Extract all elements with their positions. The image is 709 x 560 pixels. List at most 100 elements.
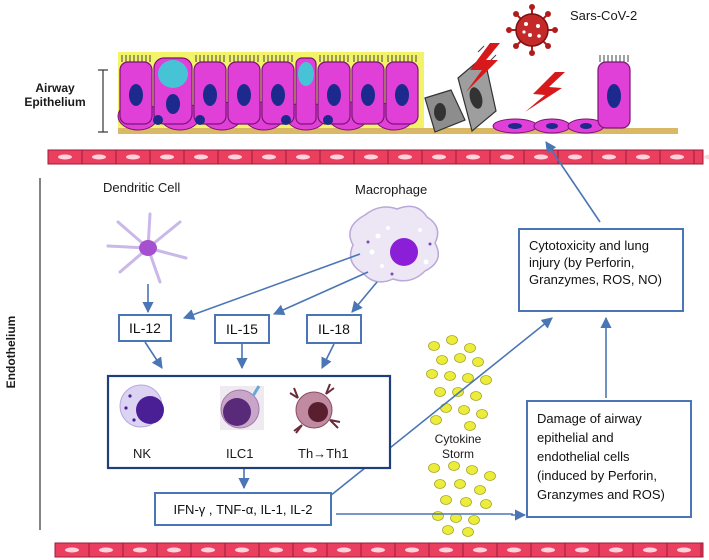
vessel-cell-nucleus: [507, 547, 521, 553]
cytokine-particle: [472, 357, 484, 367]
vessel-cell-nucleus: [126, 154, 140, 160]
dendritic-cell-label: Dendritic Cell: [103, 180, 181, 195]
cytokine-particle: [470, 391, 482, 401]
vessel-cell-nucleus: [364, 154, 378, 160]
arrow-macrophage-il15: [272, 271, 369, 316]
vessel-cell-nucleus: [371, 547, 385, 553]
cytokine-particle: [452, 387, 464, 397]
cytokine-particle: [448, 461, 460, 471]
cytokine-particle: [450, 513, 462, 523]
blood-vessel-top: [47, 149, 709, 165]
cytokine-particle: [474, 485, 486, 495]
arrow-macrophage-il18: [351, 281, 378, 313]
il15-box: IL-15: [214, 314, 270, 344]
cytokine-particle: [442, 525, 454, 535]
cytokine-particle: [428, 463, 440, 473]
vessel-cell-nucleus: [262, 154, 276, 160]
cytokine-particle: [480, 375, 492, 385]
th-cell-icon: [289, 383, 341, 434]
vessel-cell-nucleus: [609, 547, 623, 553]
vessel-cell-nucleus: [201, 547, 215, 553]
vessel-cell-nucleus: [602, 154, 616, 160]
arrow-il12-nk: [144, 341, 163, 369]
vessel-cell-nucleus: [65, 547, 79, 553]
virus-icon: [506, 4, 558, 56]
ifn-cytokines-box: IFN-γ , TNF-α, IL-1, IL-2: [154, 492, 332, 526]
macrophage-label: Macrophage: [355, 182, 428, 197]
cytokine-particle: [432, 511, 444, 521]
il12-box: IL-12: [118, 314, 172, 342]
vessel-cell-nucleus: [432, 154, 446, 160]
vessel-cell-nucleus: [704, 154, 709, 160]
cytokine-particle: [436, 355, 448, 365]
lightning-icon: [466, 43, 565, 112]
airway-epithelium: [117, 45, 678, 134]
vessel-cell-nucleus: [167, 547, 181, 553]
vessel-cell-nucleus: [541, 547, 555, 553]
vessel-cell-nucleus: [235, 547, 249, 553]
vessel-cell-nucleus: [398, 154, 412, 160]
cytokine-particle: [462, 527, 474, 537]
vessel-cell-nucleus: [473, 547, 487, 553]
vessel-cell-nucleus: [643, 547, 657, 553]
nk-label: NK: [133, 446, 152, 461]
basement-membrane: [118, 128, 678, 134]
cytokine-particle: [468, 515, 480, 525]
ilc1-label: ILC1: [226, 446, 254, 461]
cytokine-particle: [458, 405, 470, 415]
cytokine-particle: [466, 465, 478, 475]
cytokine-particle: [476, 409, 488, 419]
nk-cell-icon: [119, 384, 164, 428]
vessel-cell-nucleus: [670, 154, 684, 160]
vessel-cell-nucleus: [303, 547, 317, 553]
il18-box: IL-18: [306, 314, 362, 344]
airway-label: Airway Epithelium: [24, 81, 86, 109]
cytokine-particle: [446, 335, 458, 345]
vessel-cell-nucleus: [677, 547, 691, 553]
vessel-cell-nucleus: [194, 154, 208, 160]
cytokine-particle: [462, 373, 474, 383]
cytokine-particle: [434, 387, 446, 397]
cytokine-particle: [464, 343, 476, 353]
vessel-cell-nucleus: [575, 547, 589, 553]
cytokine-storm-label: Cytokine Storm: [434, 432, 482, 461]
vessel-cell-nucleus: [296, 154, 310, 160]
vessel-cell-nucleus: [133, 547, 147, 553]
macrophage-icon: [349, 205, 440, 283]
arrow-cytotoxicity-epithelium: [545, 141, 601, 223]
vessel-cell-nucleus: [99, 547, 113, 553]
vessel-cell-nucleus: [636, 154, 650, 160]
cytokine-particle: [444, 371, 456, 381]
damaged-cells: [424, 45, 497, 133]
blood-vessel-bottom: [54, 542, 704, 558]
vessel-cell-nucleus: [330, 154, 344, 160]
cytokine-particle: [440, 403, 452, 413]
cytotoxicity-box: Cytotoxicity and lung injury (by Perfori…: [518, 228, 684, 312]
cytokine-particle: [434, 479, 446, 489]
vessel-cell-nucleus: [58, 154, 72, 160]
vessel-cell-nucleus: [534, 154, 548, 160]
vessel-cell-nucleus: [466, 154, 480, 160]
cytokine-particle: [480, 499, 492, 509]
cytokine-particle: [454, 479, 466, 489]
vessel-cell-nucleus: [228, 154, 242, 160]
epithelium-bracket: [98, 69, 108, 133]
cytokine-particle: [428, 341, 440, 351]
cytokine-particle: [464, 421, 476, 431]
arrow-il18-th: [321, 343, 335, 370]
vessel-cell-nucleus: [92, 154, 106, 160]
vessel-cell-nucleus: [405, 547, 419, 553]
ilc1-cell-icon: [220, 385, 264, 430]
damage-box: Damage of airway epithelial and endothel…: [526, 400, 692, 518]
vessel-cell-nucleus: [269, 547, 283, 553]
th-label: Th→Th1: [298, 446, 349, 461]
cytokine-particle: [454, 353, 466, 363]
endothelium-label: Endothelium: [4, 315, 18, 389]
cytokine-particle: [430, 415, 442, 425]
cytokine-particle: [426, 369, 438, 379]
dendritic-cell-icon: [106, 212, 188, 284]
cytokine-particle: [440, 495, 452, 505]
vessel-cell-nucleus: [337, 547, 351, 553]
cytokine-particle: [460, 497, 472, 507]
